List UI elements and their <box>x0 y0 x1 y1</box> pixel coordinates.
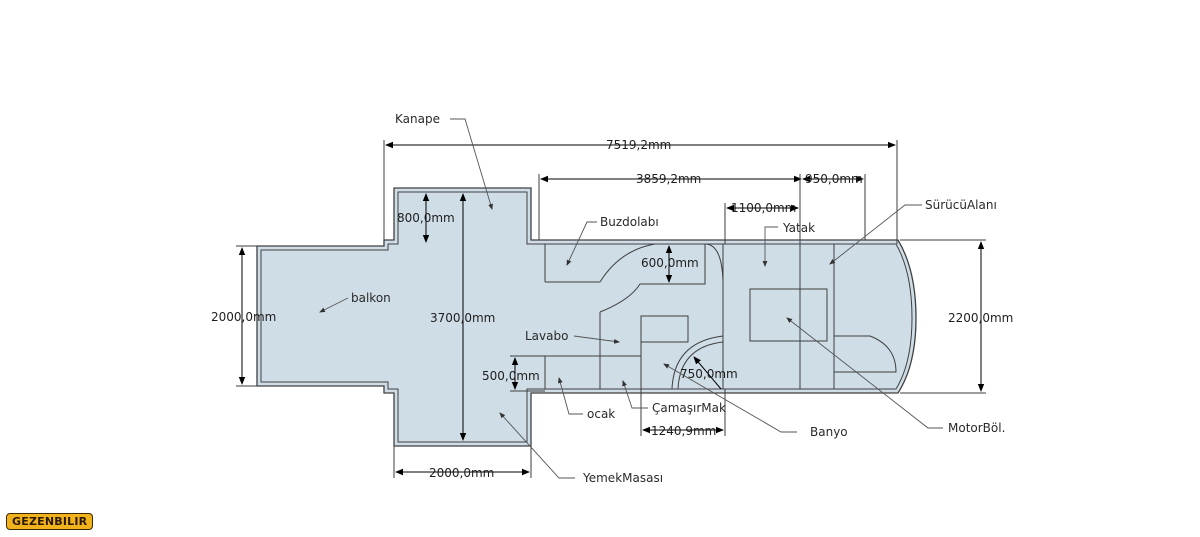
brand-logo: GEZENBILIR <box>6 510 94 532</box>
label-motor-bol: MotorBöl. <box>948 421 1005 435</box>
dim-total-length: 7519,2mm <box>606 138 671 152</box>
label-banyo: Banyo <box>810 425 848 439</box>
leader-lines <box>319 118 943 479</box>
label-buzdolabi: Buzdolabı <box>600 215 659 229</box>
label-yatak: Yatak <box>782 221 815 235</box>
label-balkon: balkon <box>351 291 391 305</box>
dim-vehicle-width: 2200,0mm <box>948 311 1013 325</box>
logo-text: GEZENBILIR <box>6 512 94 530</box>
label-ocak: ocak <box>587 407 615 421</box>
dimension-lines <box>236 140 986 478</box>
dim-bath-radius: 750,0mm <box>680 367 738 381</box>
dim-front-width: 3700,0mm <box>430 311 495 325</box>
label-lavabo: Lavabo <box>525 329 568 343</box>
dim-balcony-width: 2000,0mm <box>211 310 276 324</box>
dim-counter-depth: 500,0mm <box>482 369 540 383</box>
dim-bed-width: 1100,0mm <box>731 201 796 215</box>
dimension-texts: 7519,2mm 3859,2mm 950,0mm 1100,0mm 800,0… <box>211 138 1013 480</box>
interior-partitions <box>544 243 897 390</box>
dim-cabin-length: 3859,2mm <box>636 172 701 186</box>
dim-driver-width: 950,0mm <box>805 172 863 186</box>
label-yemek-masasi: YemekMasası <box>582 471 663 485</box>
label-camasir-mak: ÇamaşırMak <box>652 401 726 415</box>
dim-bath-length: 1240,9mm <box>651 424 716 438</box>
dim-kanape-depth: 800,0mm <box>397 211 455 225</box>
dim-fridge-depth: 600,0mm <box>641 256 699 270</box>
floor-outline <box>256 187 917 447</box>
dim-table-width: 2000,0mm <box>429 466 494 480</box>
label-kanape: Kanape <box>395 112 440 126</box>
label-surucu-alani: SürücüAlanı <box>925 198 997 212</box>
component-labels: Kanape Buzdolabı Yatak SürücüAlanı balko… <box>351 112 1005 485</box>
